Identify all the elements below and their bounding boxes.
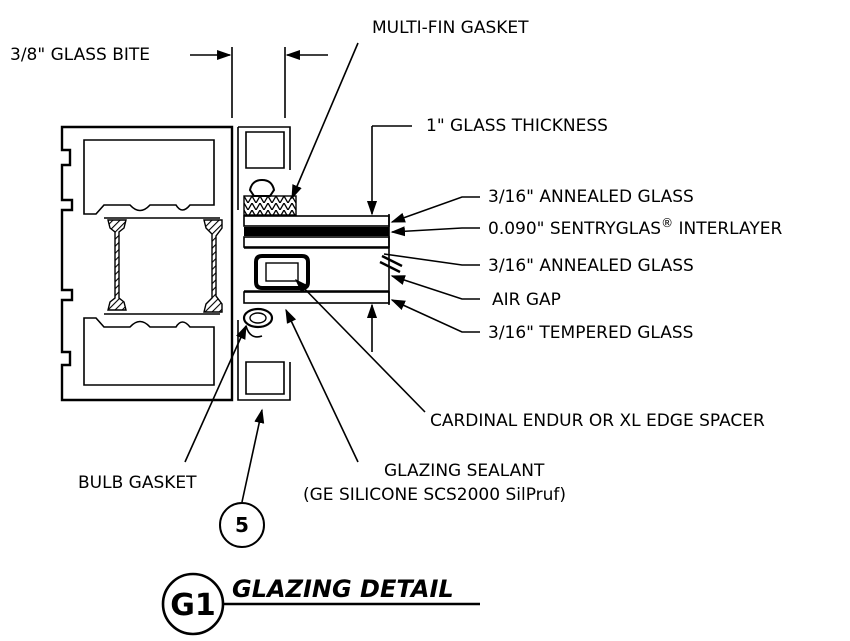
detail-tag: G1 GLAZING DETAIL [161, 572, 480, 636]
detail-title: GLAZING DETAIL [232, 575, 454, 603]
multi-fin-gasket-label: MULTI-FIN GASKET [372, 18, 529, 38]
interlayer-suffix: INTERLAYER [673, 219, 782, 239]
leader-lines [184, 42, 480, 503]
tempered-glass-label: 3/16" TEMPERED GLASS [488, 323, 693, 343]
multi-fin-gasket [243, 178, 297, 216]
glazing-sealant-label: GLAZING SEALANT [384, 461, 545, 481]
frame-profile [60, 125, 291, 402]
interlayer-label: 0.090" SENTRYGLAS® INTERLAYER [488, 216, 782, 239]
thermal-break [107, 219, 223, 313]
glass-bite-label: 3/8" GLASS BITE [10, 45, 150, 65]
sealant-product-label: (GE SILICONE SCS2000 SilPruf) [303, 485, 566, 505]
glass-assembly [243, 215, 390, 304]
bulb-gasket-label: BULB GASKET [78, 473, 197, 493]
callout-5: 5 [219, 502, 265, 548]
callout-number: 5 [235, 513, 249, 537]
registered-mark: ® [661, 216, 673, 230]
glass-thickness-label: 1" GLASS THICKNESS [426, 116, 608, 136]
interlayer-prefix: 0.090" SENTRYGLAS [488, 219, 661, 239]
air-gap-label: AIR GAP [492, 290, 561, 310]
edge-spacer-label: CARDINAL ENDUR OR XL EDGE SPACER [430, 411, 765, 431]
annealed-glass-inner-label: 3/16" ANNEALED GLASS [488, 256, 694, 276]
bulb-gasket [242, 307, 274, 338]
annealed-glass-outer-label: 3/16" ANNEALED GLASS [488, 187, 694, 207]
detail-tag-text: G1 [170, 588, 216, 623]
glass-bite-dimension [190, 47, 328, 118]
